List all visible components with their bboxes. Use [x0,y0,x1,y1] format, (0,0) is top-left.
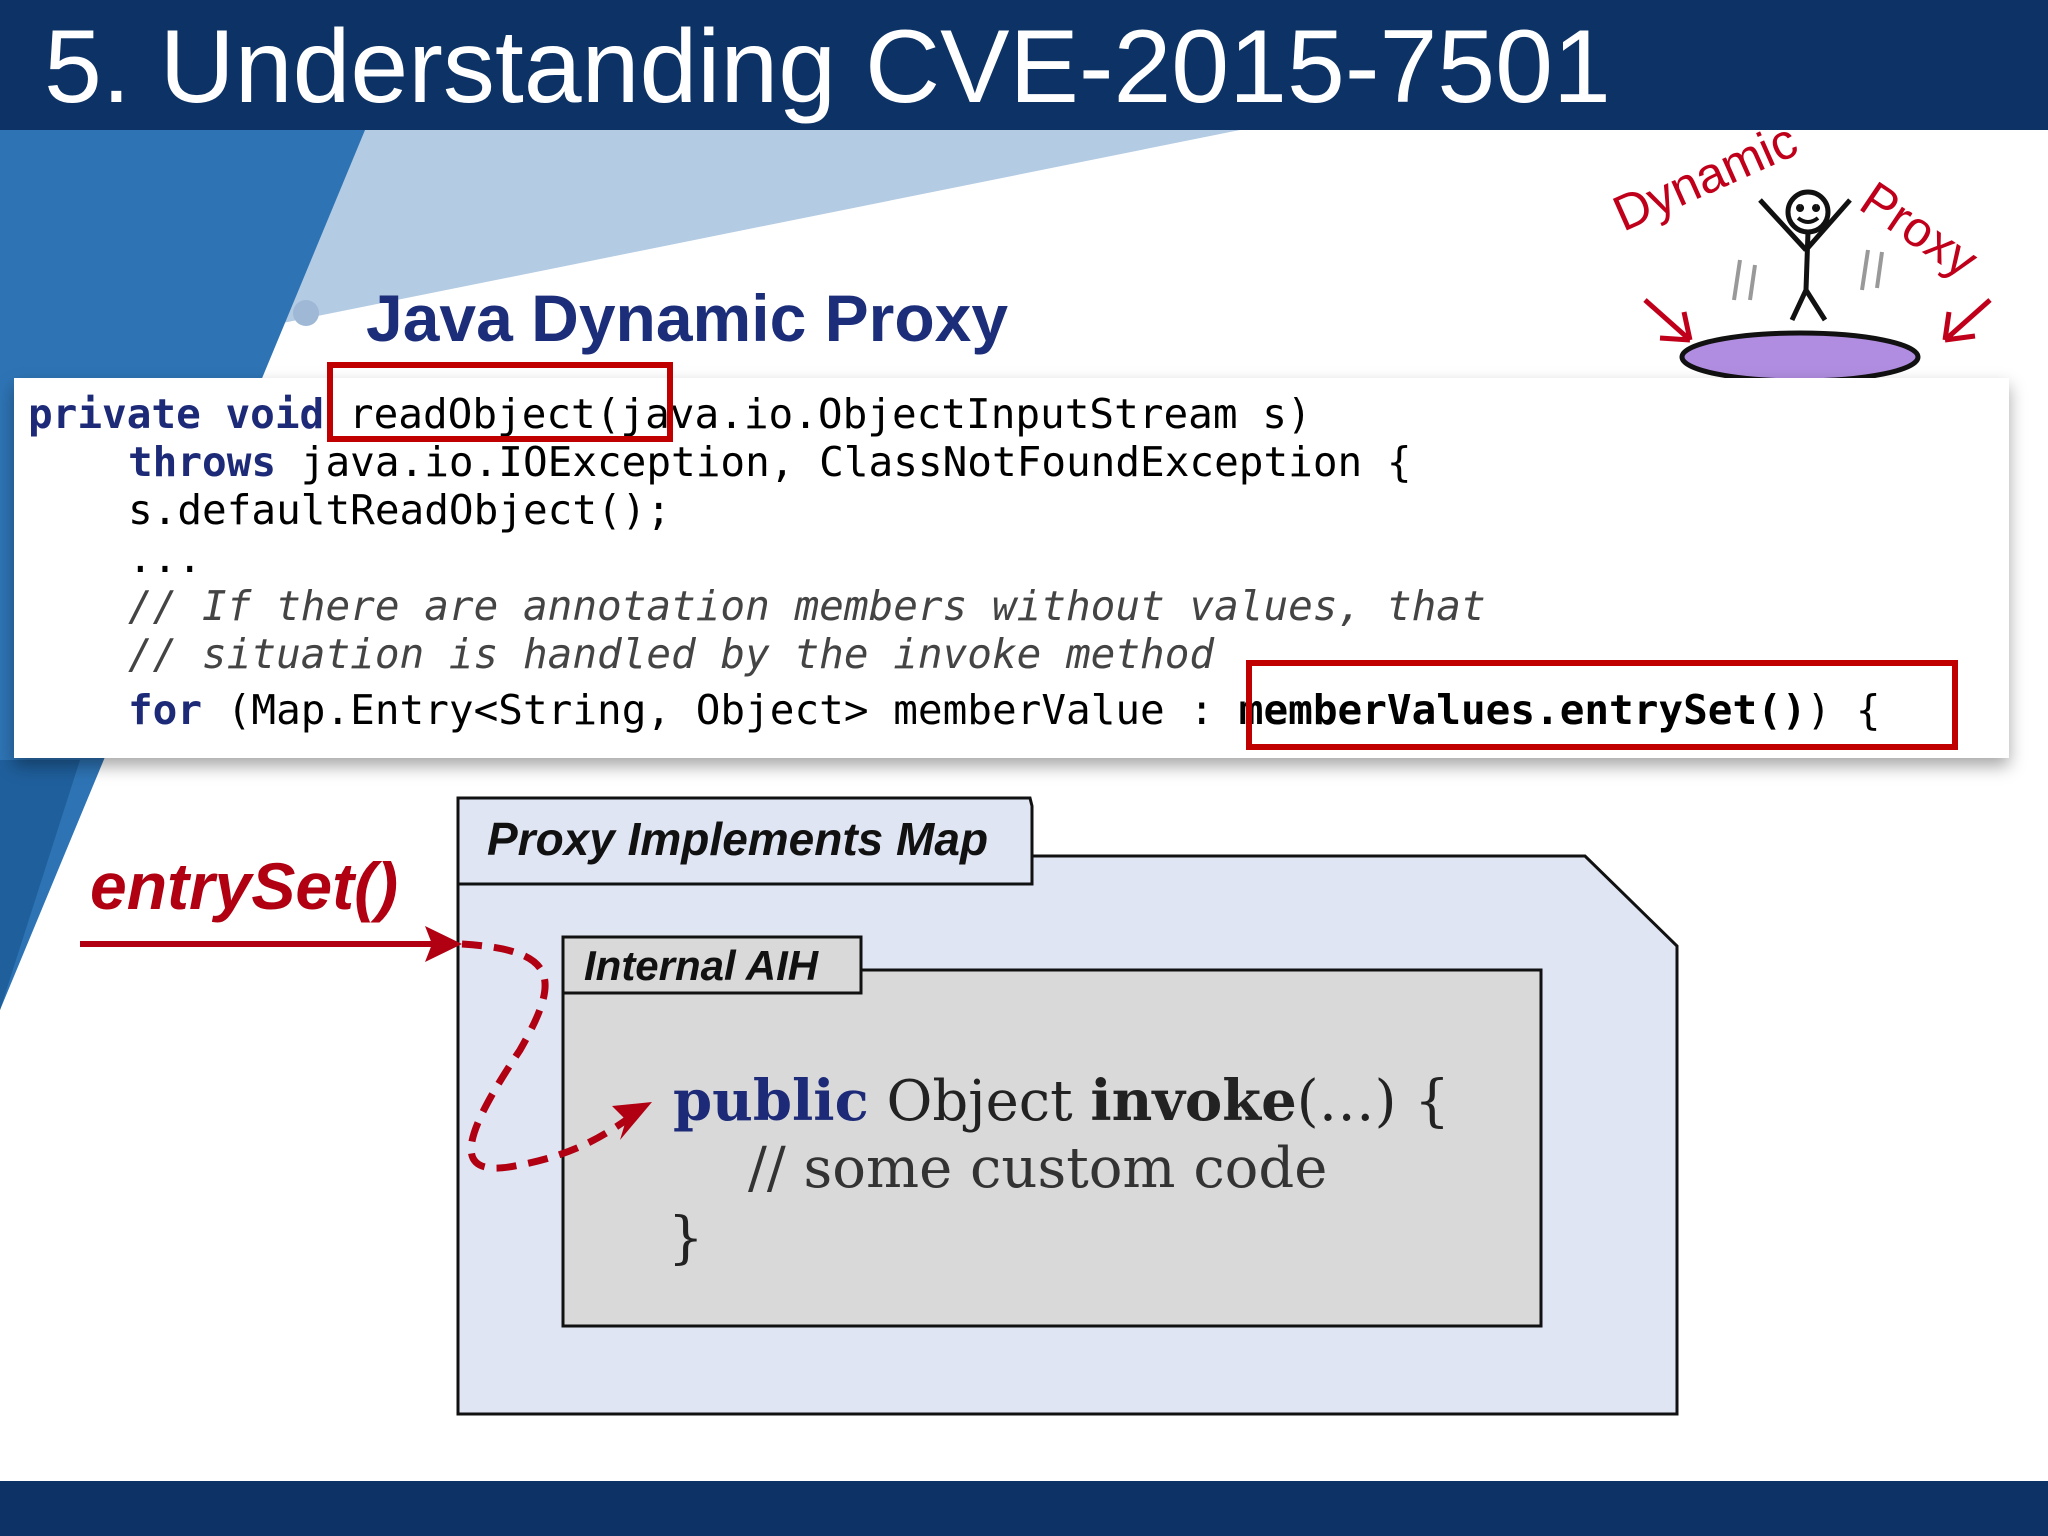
readobject-highlight [327,362,673,442]
aih-tab-label: Internal AIH [584,942,819,989]
dynamic-proxy-cartoon [1643,189,1992,380]
deep-blue-wedge [0,760,80,1010]
entryset-call-label: entrySet() [90,849,399,923]
code-line-7: for (Map.Entry<String, Object> memberVal… [128,686,1881,734]
bullet-dot [293,300,319,326]
stick-figure-head [1785,189,1831,235]
call-arrow-head [425,926,462,962]
proxy-diagram [80,796,1679,1416]
red-arrow-right [1942,298,1992,343]
bullet-heading: Java Dynamic Proxy [366,281,1009,355]
invoke-comment: // some custom code [748,1136,1328,1201]
title-bar [0,0,2048,130]
red-arrow-left [1643,298,1693,343]
trampoline [1679,330,1921,380]
code-line-4: ... [128,534,203,582]
slide-title: 5. Understanding CVE-2015-7501 [44,9,1611,125]
code-line-2: throws java.io.IOException, ClassNotFoun… [128,438,1412,486]
code-panel: private void readObject(java.io.ObjectIn… [14,362,2009,758]
stick-figure-body [1758,198,1852,322]
code-comment-2: // situation is handled by the invoke me… [128,630,1215,678]
code-line-3: s.defaultReadObject(); [128,486,672,534]
proxy-outer-tab [456,796,1034,886]
invoke-signature: public Object invoke(…) { [673,1068,1450,1134]
code-comment-1: // If there are annotation members witho… [128,582,1486,630]
bottom-bar [0,1481,2048,1536]
invoke-close-brace: } [668,1206,704,1271]
proxy-tab-label: Proxy Implements Map [487,813,989,865]
dispatch-arrow-head [612,1102,652,1140]
code-line-1: private void readObject(java.io.ObjectIn… [28,390,1312,438]
entryset-highlight [1246,660,1958,750]
dashed-dispatch-path [461,940,643,1172]
aih-inner-box [561,968,1543,1328]
aih-inner-tab [561,935,863,995]
motion-lines [1732,249,1884,301]
